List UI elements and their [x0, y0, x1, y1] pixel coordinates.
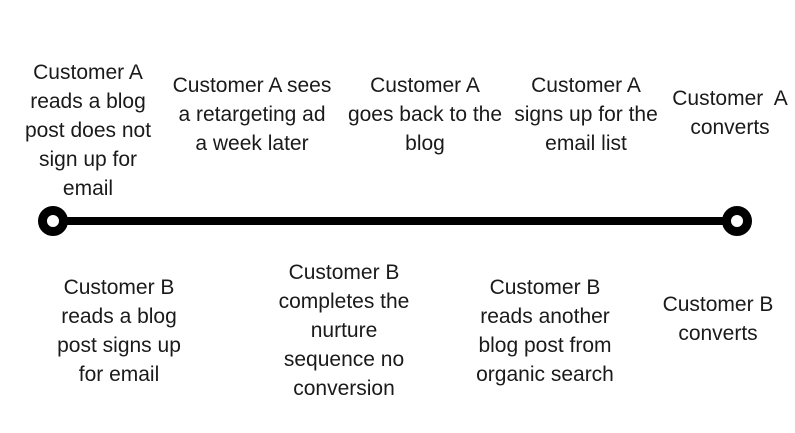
timeline-line	[53, 217, 737, 225]
event-customer-a-step-1: Customer A reads a blog post does not si…	[24, 61, 152, 200]
event-customer-b-step-1: Customer B reads a blog post signs up fo…	[57, 276, 181, 386]
timeline-end-circle-icon	[722, 206, 752, 236]
event-customer-a-step-4: Customer A signs up for the email list	[514, 74, 658, 155]
event-customer-a-step-2: Customer A sees a retargeting ad a week …	[172, 74, 332, 155]
event-customer-b-step-2: Customer B completes the nurture sequenc…	[278, 261, 410, 400]
event-customer-a-step-3: Customer A goes back to the blog	[347, 74, 503, 155]
timeline-start-circle-icon	[38, 206, 68, 236]
event-customer-b-step-3: Customer B reads another blog post from …	[476, 276, 614, 386]
event-customer-b-step-4: Customer B converts	[662, 293, 774, 345]
event-customer-a-step-5: Customer A converts	[672, 87, 788, 139]
